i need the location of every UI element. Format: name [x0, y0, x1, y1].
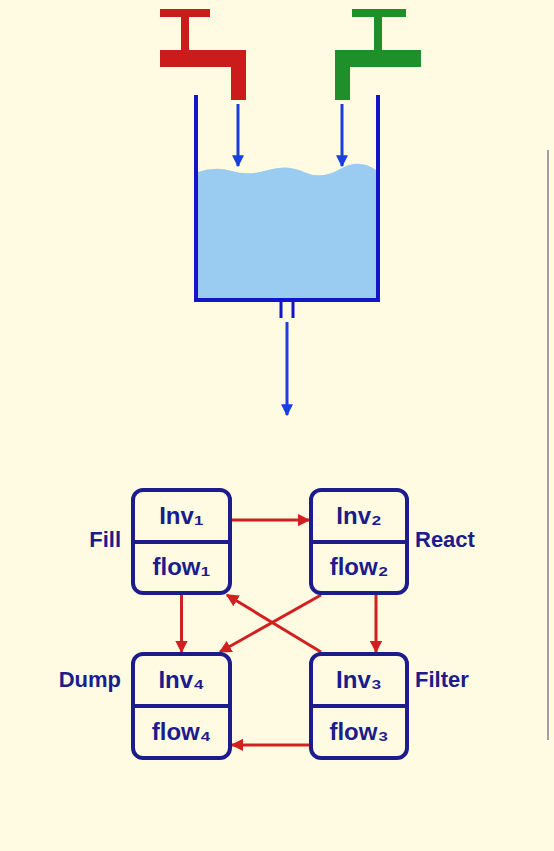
- box-compartment: Inv₄: [135, 656, 228, 708]
- green-tap: [335, 9, 421, 100]
- process-box: Inv₃flow₃Filter: [309, 652, 409, 760]
- box-outline: Inv₁ flow₁: [131, 488, 232, 595]
- process-box: Inv₄flow₄Dump: [131, 652, 232, 760]
- tank-wall: [196, 95, 378, 300]
- flow-arrow: [180, 595, 183, 652]
- step-name: Dump: [59, 667, 121, 693]
- box-outline: Inv₃ flow₃: [309, 652, 409, 760]
- box-compartment: Inv₃: [313, 656, 405, 708]
- process-box: Inv₂flow₂React: [309, 488, 409, 595]
- inventory-label: Inv₄: [158, 666, 204, 694]
- flow-arrow: [227, 595, 321, 652]
- flow-label: flow₃: [329, 718, 388, 746]
- drain-pipe: [292, 300, 295, 318]
- box-compartment: Inv₁: [135, 492, 228, 544]
- process-box: Inv₁flow₁Fill: [131, 488, 232, 595]
- box-outline: Inv₂ flow₂: [309, 488, 409, 595]
- side-rule: [547, 150, 549, 740]
- box-compartment: flow₁: [135, 544, 228, 592]
- box-compartment: flow₃: [313, 708, 405, 756]
- box-compartment: Inv₂: [313, 492, 405, 544]
- flow-arrow: [220, 595, 321, 652]
- drain-pipe: [280, 300, 283, 318]
- flow-label: flow₄: [152, 718, 211, 746]
- step-name: React: [415, 527, 475, 553]
- box-compartment: flow₂: [313, 544, 405, 592]
- inflow-arrow: [237, 104, 240, 166]
- step-name: Filter: [415, 667, 469, 693]
- box-compartment: flow₄: [135, 708, 228, 756]
- outflow-arrow: [286, 322, 289, 415]
- red-tap: [160, 9, 246, 100]
- inventory-label: Inv₁: [159, 502, 204, 530]
- inflow-arrow: [341, 104, 344, 166]
- flow-label: flow₂: [330, 553, 389, 581]
- step-name: Fill: [89, 527, 121, 553]
- flow-arrow: [375, 595, 378, 652]
- water: [198, 164, 376, 298]
- flow-arrow: [232, 519, 309, 522]
- box-outline: Inv₄ flow₄: [131, 652, 232, 760]
- flow-label: flow₁: [153, 553, 211, 581]
- inventory-label: Inv₃: [336, 666, 382, 694]
- flow-arrow: [232, 743, 309, 746]
- inventory-label: Inv₂: [336, 502, 381, 530]
